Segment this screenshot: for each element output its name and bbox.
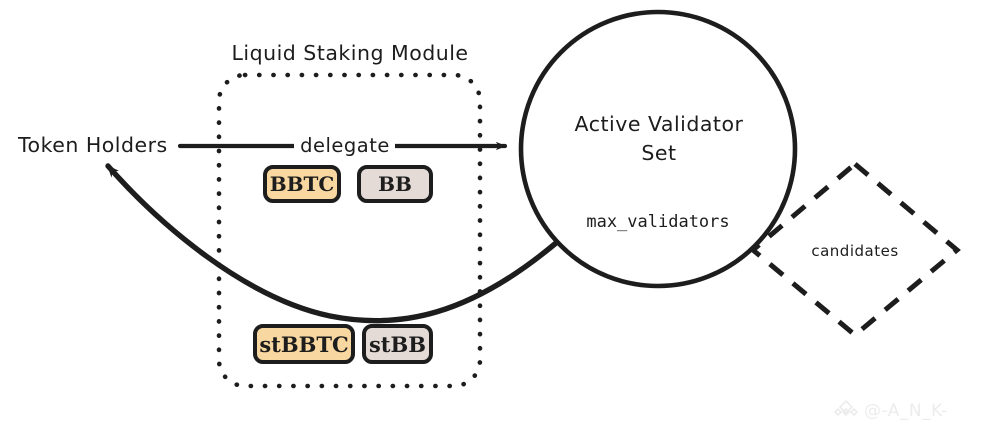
liquid-staking-module-box bbox=[216, 72, 483, 389]
token-pill-stbbtc[interactable]: stBBTC bbox=[253, 324, 355, 364]
candidates-label: candidates bbox=[811, 242, 898, 260]
max-validators-param: max_validators bbox=[586, 212, 729, 232]
delegate-edge-label: delegate bbox=[300, 134, 390, 157]
token-pill-stbb-label: stBB bbox=[368, 331, 427, 357]
active-validator-set-circle bbox=[518, 9, 798, 289]
active-validator-set-title-line2: Set bbox=[641, 141, 676, 165]
delegate-label-backdrop bbox=[294, 131, 395, 156]
token-pill-stbb[interactable]: stBB bbox=[362, 324, 433, 364]
token-pill-stbbtc-label: stBBTC bbox=[259, 331, 349, 357]
diamond-logo-icon bbox=[833, 399, 859, 417]
active-validator-set-title-line1: Active Validator bbox=[575, 112, 744, 136]
reward-return-edge bbox=[105, 163, 559, 324]
token-pill-bbtc-label: BBTC bbox=[269, 172, 335, 196]
liquid-staking-module-title: Liquid Staking Module bbox=[231, 41, 468, 65]
watermark-handle: @-A_N_K- bbox=[864, 401, 948, 421]
token-pill-bb[interactable]: BB bbox=[357, 165, 433, 203]
token-pill-bbtc[interactable]: BBTC bbox=[263, 165, 341, 203]
token-holders-label: Token Holders bbox=[17, 133, 168, 157]
token-pill-bb-label: BB bbox=[378, 172, 412, 196]
watermark: @-A_N_K- bbox=[833, 398, 948, 424]
